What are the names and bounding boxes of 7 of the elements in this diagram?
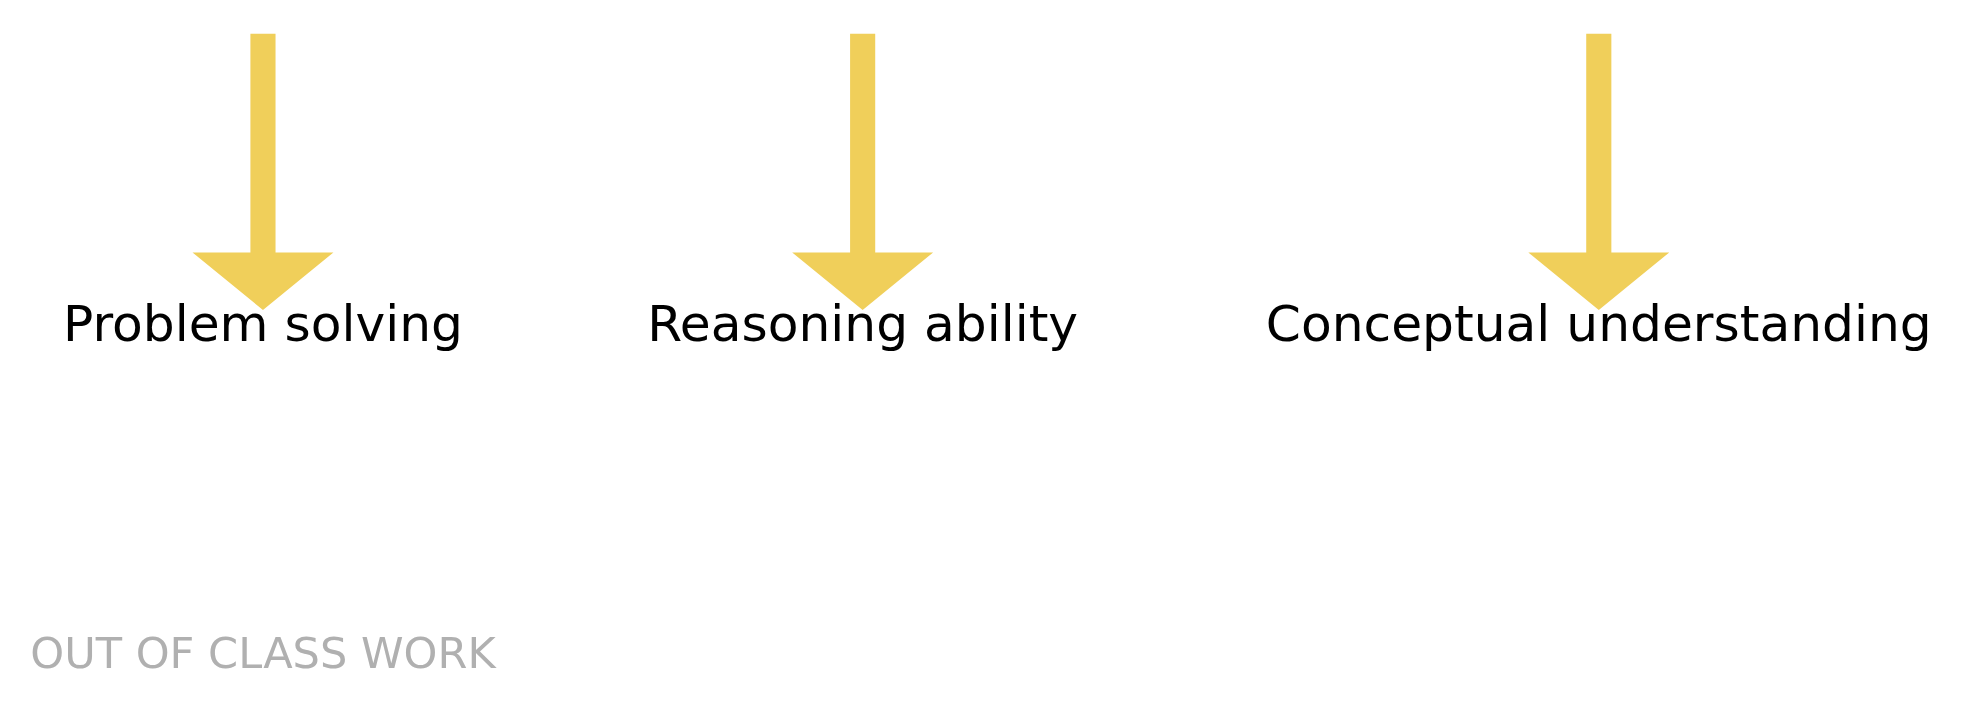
label: OUT OF CLASS WORK (30, 627, 496, 678)
arrow (1528, 33, 1670, 310)
arrow (792, 33, 934, 310)
node-text: Problem solving (63, 294, 463, 354)
node-text: Reasoning ability (647, 294, 1079, 354)
node-text: Conceptual understanding (1265, 294, 1932, 354)
arrow (192, 33, 334, 310)
